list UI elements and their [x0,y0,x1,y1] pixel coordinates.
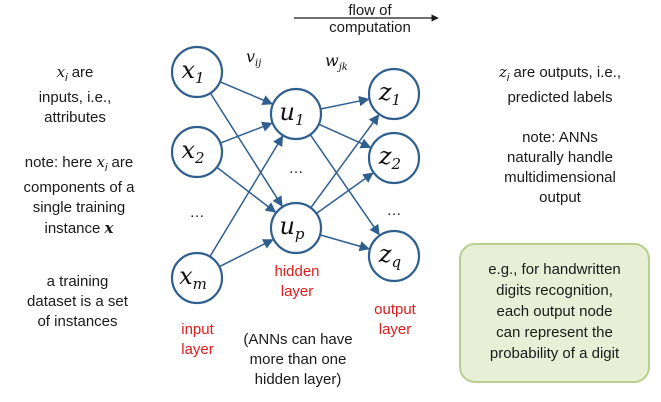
nodes: x1 x2 xm u1 up z1 z2 zq [170,45,421,305]
inputs-note-line3: attributes [44,109,106,126]
output-layer-label-line1: output [374,301,416,318]
digits-example-callout: e.g., for handwritten digits recognition… [459,243,650,383]
input-node-label: x2 [181,136,204,167]
callout-line3: each output node [496,303,613,320]
edge-hidden-2-to-output-2 [315,172,374,215]
hidden-layer-note-line1: (ANNs can have [243,331,353,348]
ann-note-line3: multidimensional [504,169,616,186]
dataset-note-line3: of instances [37,313,118,330]
edge-input-2-to-hidden-2 [216,166,277,213]
output-layer-label-line2: layer [378,321,412,338]
edge-hidden-1-to-output-1 [320,95,370,110]
dataset-note-line2: dataset is a set [27,293,128,310]
weight-label-w: wjk [325,51,348,73]
weight-label-v: vij [246,47,261,69]
input-node-label: x1 [181,56,204,87]
ann-note: note: ANNs naturally handle multidimensi… [480,128,640,208]
components-note-line2: components of a [23,179,135,196]
outputs-note: zi are outputs, i.e., predicted labels [470,62,650,108]
input-node-3: xm [170,251,224,305]
input-node-1: x1 [170,45,224,99]
inputs-note: xi are inputs, i.e., attributes [20,62,130,128]
output-node-3: zq [367,229,421,283]
outputs-note-var: z [498,63,507,81]
components-note: note: here xi are components of a single… [0,152,158,239]
edge-input-1-to-hidden-1 [219,81,274,105]
output-node-1: z1 [367,67,421,121]
hidden-node-1: u1 [269,87,323,141]
input-node-label: xm [179,262,207,293]
inputs-note-line2: inputs, i.e., [38,89,112,106]
components-note-line3: single training [32,199,126,216]
callout-line2: digits recognition, [496,282,613,299]
inputs-note-sub: i [65,72,68,84]
input-node-circle [170,251,224,305]
edge-hidden-2-to-output-1 [310,114,380,209]
flow-label-line1: flow of [348,2,392,19]
edge-hidden-1-to-output-3 [309,134,380,236]
output-node-circle [367,131,421,185]
outputs-note-line1: are outputs, i.e., [509,64,622,81]
ann-note-line4: output [539,189,581,206]
hidden-node-label: up [279,212,304,243]
input-ellipsis: … [190,204,205,221]
output-node-label: zq [378,240,401,271]
hidden-node-circle [269,201,323,255]
input-layer-label-line1: input [181,321,214,338]
input-node-circle [170,125,224,179]
edge-input-3-to-hidden-2 [218,239,274,268]
callout-line5: probability of a digit [489,345,620,362]
edges [209,81,380,268]
hidden-layer-label-line1: hidden [274,263,320,280]
hidden-layer-label: hidden layer [262,262,332,302]
ann-note-line2: naturally handle [507,149,613,166]
input-node-2: x2 [170,125,224,179]
callout-line1: e.g., for handwritten [488,261,621,278]
flow-label-line2: computation [329,19,411,36]
components-note-post: are [107,154,134,171]
ann-note-line1: note: ANNs [522,129,598,146]
edge-hidden-2-to-output-3 [319,234,371,252]
hidden-node-circle [269,87,323,141]
dataset-note-line1: a training [46,273,109,290]
input-layer-label-line2: layer [181,341,214,358]
hidden-node-label: u1 [279,98,304,129]
components-note-line4: instance [44,220,105,237]
components-note-bold-var: x [104,219,114,237]
inputs-note-line1: are [67,64,94,81]
input-node-circle [170,45,224,99]
flow-label: flow of computation [300,2,440,36]
hidden-ellipsis: … [289,160,304,177]
outputs-note-sub: i [506,72,510,84]
dataset-note: a training dataset is a set of instances [5,272,150,332]
components-note-var: x [96,153,105,171]
output-node-label: z1 [378,78,401,109]
callout-line4: can represent the [496,324,613,341]
inputs-note-var: x [56,63,66,81]
edge-input-2-to-hidden-1 [220,121,273,144]
output-node-2: z2 [367,131,421,185]
hidden-layer-note-line2: more than one [249,351,347,368]
hidden-layer-note: (ANNs can have more than one hidden laye… [232,330,364,390]
output-node-circle [367,229,421,283]
output-ellipsis: … [387,202,402,219]
output-layer-label: output layer [360,300,430,340]
outputs-note-line2: predicted labels [507,89,613,106]
output-node-circle [367,67,421,121]
edge-input-3-to-hidden-1 [209,135,284,257]
input-layer-label: input layer [165,320,230,360]
components-note-pre: note: here [24,154,97,171]
output-node-label: z2 [378,142,401,173]
hidden-node-2: up [269,201,323,255]
edge-input-1-to-hidden-2 [209,92,283,207]
hidden-layer-label-line2: layer [280,283,314,300]
hidden-layer-note-line3: hidden layer) [254,371,342,388]
edge-hidden-1-to-output-2 [318,123,372,149]
components-note-sub: i [104,162,108,174]
